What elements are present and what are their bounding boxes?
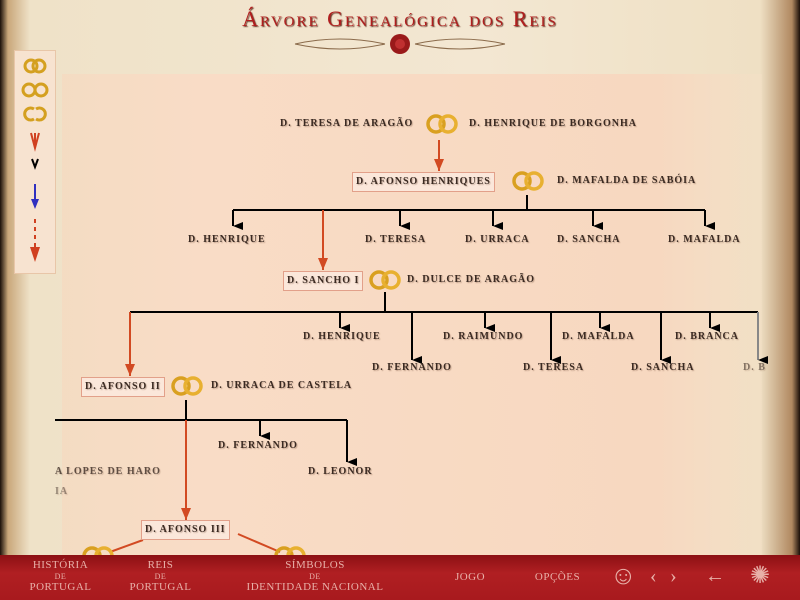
nav-label: Reis bbox=[147, 559, 174, 571]
nav-label: de bbox=[54, 572, 67, 581]
person-henrique-de-borgonha[interactable]: D. Henrique de Borgonha bbox=[469, 118, 638, 129]
spouse-mafalda-de-saboia[interactable]: D. Mafalda de Sabóia bbox=[557, 175, 697, 186]
child-name[interactable]: D. Raimundo bbox=[443, 331, 524, 342]
nav-historia-de-portugal[interactable]: HistóriadePortugal bbox=[18, 560, 103, 593]
legitimate-descent-arrow-icon bbox=[30, 132, 40, 152]
nav-label: Símbolos bbox=[285, 559, 345, 571]
previous-page-icon[interactable]: ‹ bbox=[650, 565, 657, 587]
nav-label: História bbox=[32, 559, 89, 571]
child-name[interactable]: D. Urraca bbox=[465, 234, 530, 245]
king-afonso-ii[interactable]: D. Afonso II bbox=[81, 377, 165, 397]
illegitimate-descent-arrow-icon bbox=[30, 219, 40, 262]
child-name[interactable]: D. Branca bbox=[675, 331, 739, 342]
child-name[interactable]: D. Henrique bbox=[188, 234, 266, 245]
spouse-urraca-de-castela[interactable]: D. Urraca de Castela bbox=[211, 380, 353, 391]
partner-lopes-de-haro[interactable]: a Lopes de Haro bbox=[55, 466, 161, 477]
child-name[interactable]: D. Teresa bbox=[523, 362, 585, 373]
ornament-divider bbox=[294, 34, 506, 54]
nav-label: Portugal bbox=[129, 581, 192, 593]
page-title: Árvore Genealógica dos Reis bbox=[242, 6, 558, 31]
nav-label: de bbox=[154, 572, 167, 581]
nav-reis-de-portugal[interactable]: ReisdePortugal bbox=[118, 560, 203, 593]
child-arrow-icon bbox=[31, 158, 39, 170]
back-arrow-icon[interactable]: ← bbox=[705, 565, 725, 587]
nav-simbolos-de-identidade-nacional[interactable]: SímbolosdeIdentidade Nacional bbox=[225, 560, 405, 593]
child-name[interactable]: D. Fernando bbox=[218, 440, 298, 451]
nav-jogo[interactable]: Jogo bbox=[454, 571, 486, 583]
bottom-nav-bar: HistóriadePortugal ReisdePortugal Símbol… bbox=[0, 555, 800, 600]
nav-label: de bbox=[309, 572, 321, 581]
child-name[interactable]: D. Leonor bbox=[308, 466, 373, 477]
next-page-icon[interactable]: › bbox=[670, 565, 677, 587]
king-sancho-i[interactable]: D. Sancho I bbox=[283, 271, 364, 291]
compass-rose-icon[interactable]: ✺ bbox=[750, 563, 771, 589]
partner-name-clipped: ia bbox=[55, 486, 69, 497]
king-afonso-henriques[interactable]: D. Afonso Henriques bbox=[352, 172, 495, 192]
child-name[interactable]: D. Mafalda bbox=[562, 331, 635, 342]
nav-opcoes[interactable]: Opções bbox=[534, 571, 581, 583]
child-name[interactable]: D. Sancha bbox=[557, 234, 621, 245]
other-union-rings-icon bbox=[23, 106, 47, 122]
blue-arrow-icon bbox=[31, 184, 39, 209]
child-name[interactable]: D. Henrique bbox=[303, 331, 381, 342]
nav-label: Identidade Nacional bbox=[246, 581, 384, 593]
child-name[interactable]: D. Sancha bbox=[631, 362, 695, 373]
child-name[interactable]: D. B bbox=[743, 362, 766, 373]
nav-label: Portugal bbox=[29, 581, 92, 593]
king-afonso-iii[interactable]: D. Afonso III bbox=[141, 520, 230, 540]
person-teresa-de-aragao[interactable]: D. Teresa de Aragão bbox=[280, 118, 414, 129]
union-rings-icon bbox=[21, 82, 49, 98]
child-name[interactable]: D. Mafalda bbox=[668, 234, 741, 245]
married-rings-icon bbox=[23, 58, 47, 74]
mascot-help-icon[interactable]: ☺ bbox=[610, 561, 637, 590]
child-name[interactable]: D. Teresa bbox=[365, 234, 427, 245]
tree-lines bbox=[55, 114, 768, 560]
child-name[interactable]: D. Fernando bbox=[372, 362, 452, 373]
legend-panel bbox=[14, 50, 56, 274]
spouse-dulce-de-aragao[interactable]: D. Dulce de Aragão bbox=[407, 274, 536, 285]
